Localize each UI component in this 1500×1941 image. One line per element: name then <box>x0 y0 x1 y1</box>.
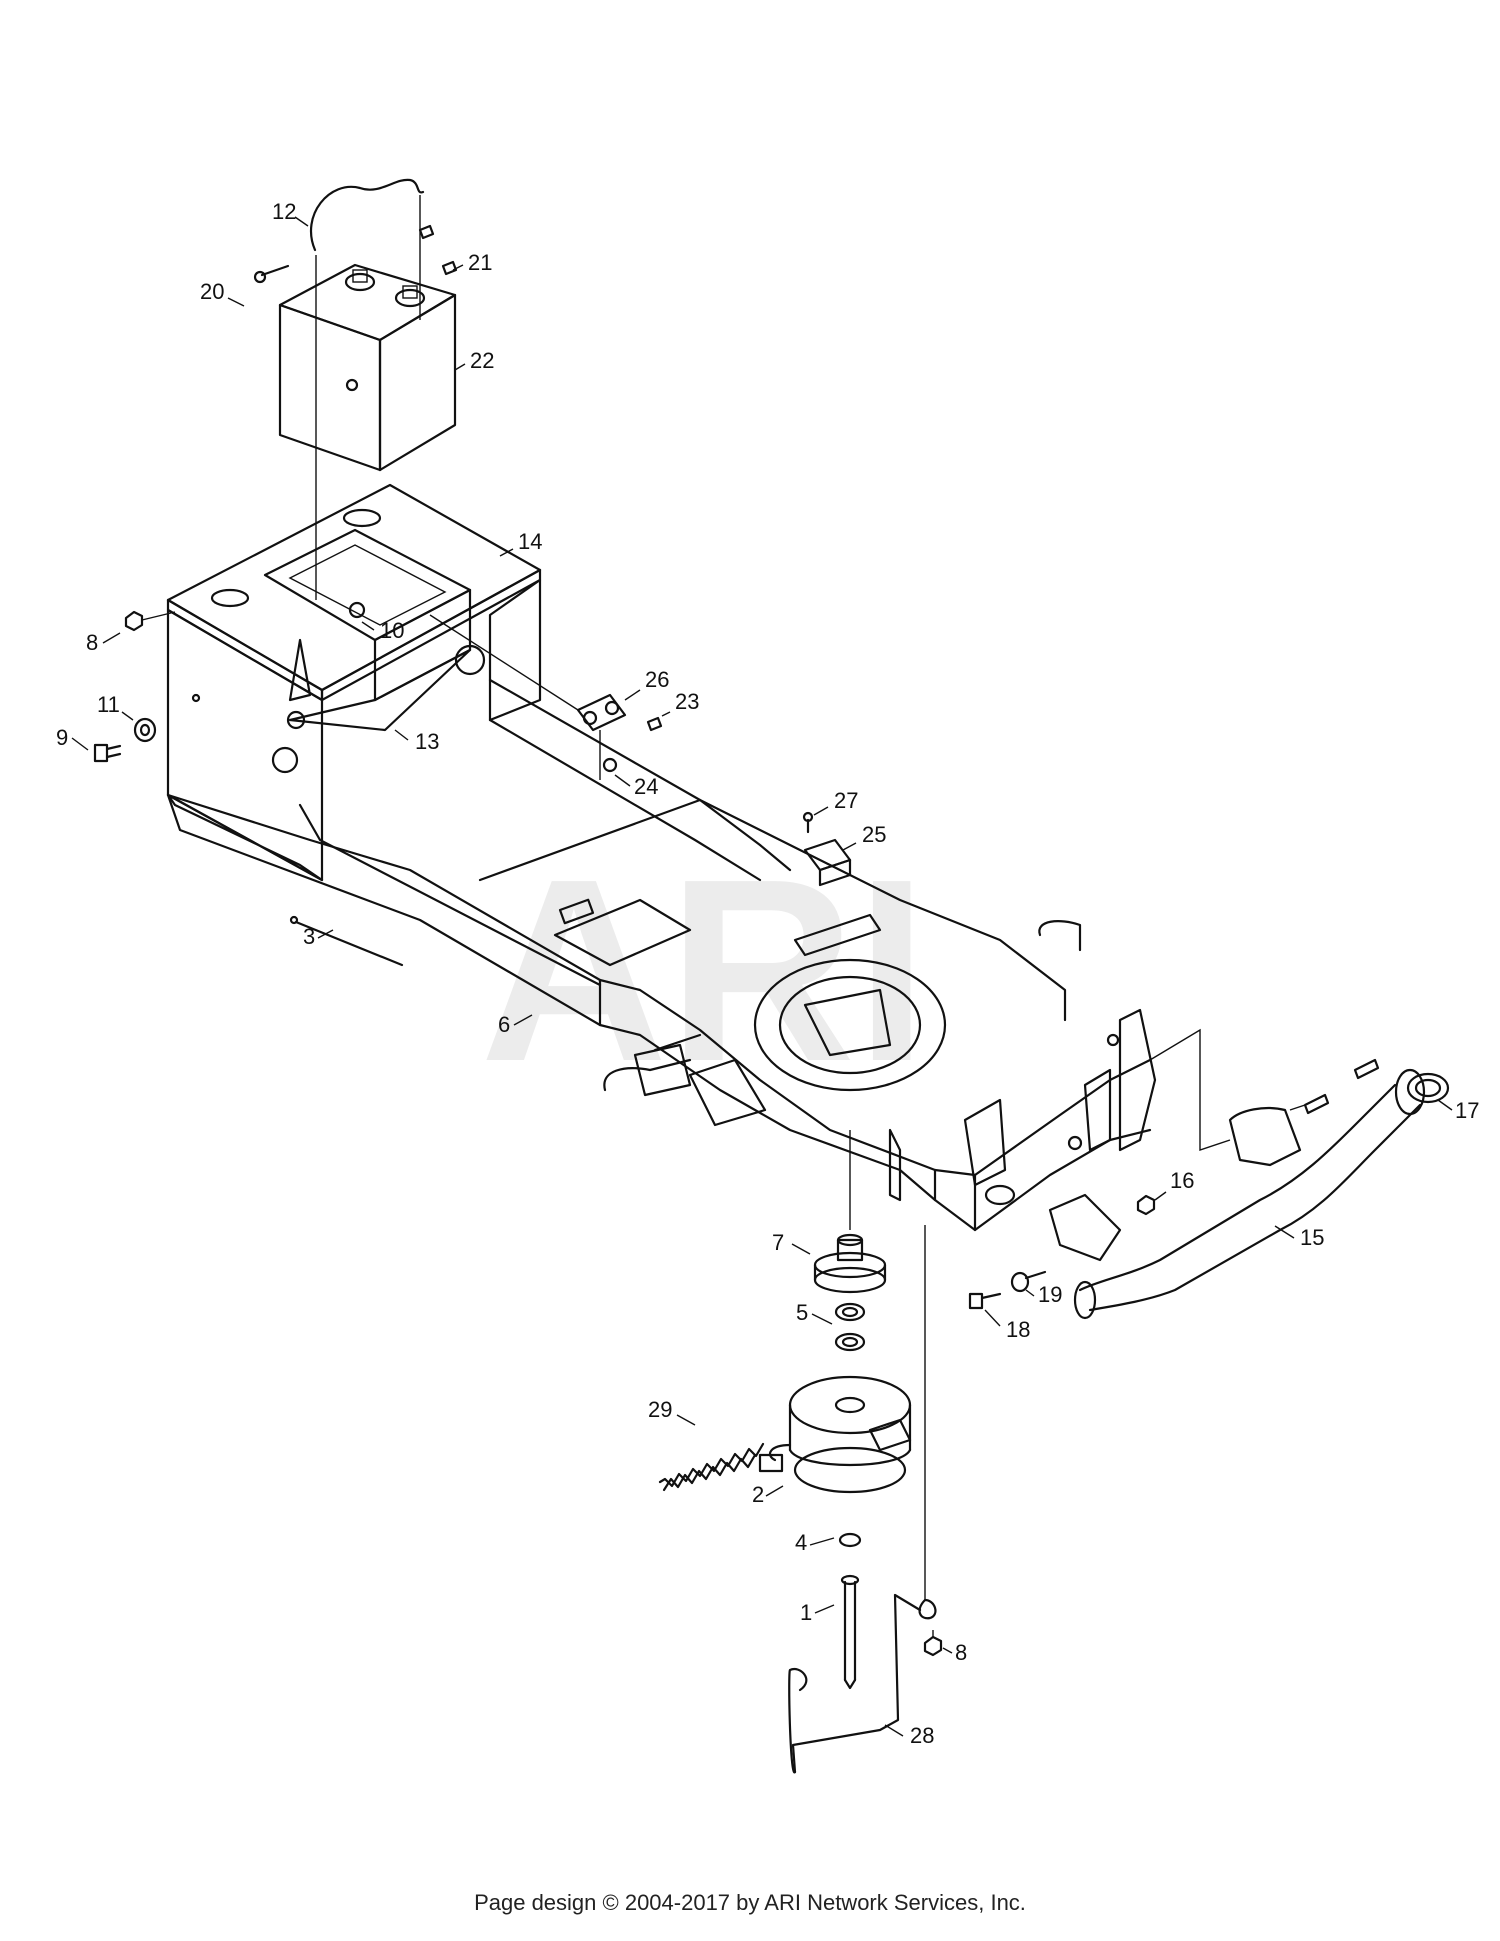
frame-tabs <box>603 920 1082 1092</box>
callout-5: 5 <box>796 1300 808 1325</box>
spacer-19 <box>1010 1270 1047 1293</box>
callout-28: 28 <box>910 1723 934 1748</box>
battery <box>278 263 457 472</box>
callout-23: 23 <box>675 689 699 714</box>
callout-2: 2 <box>752 1482 764 1507</box>
callout-8-upper: 8 <box>86 630 98 655</box>
rod-28 <box>788 1225 937 1774</box>
callout-3: 3 <box>303 924 315 949</box>
front-bumper-15 <box>1048 1068 1426 1320</box>
bolt-18 <box>968 1292 1002 1310</box>
callout-8-lower: 8 <box>955 1640 967 1665</box>
callout-16: 16 <box>1170 1168 1194 1193</box>
callout-18: 18 <box>1006 1317 1030 1342</box>
frame-left-side <box>166 578 542 882</box>
bolts-bumper <box>1289 1058 1380 1115</box>
electric-pto-clutch-2 <box>758 1375 912 1494</box>
callout-12: 12 <box>272 199 296 224</box>
watermark: ARI <box>480 826 928 1116</box>
battery-hold-down-rod <box>309 178 425 600</box>
callout-1: 1 <box>800 1600 812 1625</box>
callout-22: 22 <box>470 348 494 373</box>
callout-19: 19 <box>1038 1282 1062 1307</box>
callout-26: 26 <box>645 667 669 692</box>
callout-17: 17 <box>1455 1098 1479 1123</box>
nut-23 <box>646 716 663 732</box>
page-footer: Page design © 2004-2017 by ARI Network S… <box>474 1890 1026 1915</box>
callout-24: 24 <box>634 774 658 799</box>
callout-14: 14 <box>518 529 542 554</box>
bolt-8-lower <box>923 1630 943 1657</box>
bolt-9 <box>93 743 122 763</box>
bolt-1 <box>840 1574 860 1690</box>
battery-tray-plate <box>166 483 542 732</box>
callout-labels: 12 20 21 22 14 8 10 11 9 13 26 23 24 27 … <box>56 199 1479 1748</box>
callout-25: 25 <box>862 822 886 847</box>
callout-10: 10 <box>380 618 404 643</box>
callout-27: 27 <box>834 788 858 813</box>
washer-4 <box>838 1532 862 1548</box>
washer-5a <box>834 1302 866 1322</box>
nut-24 <box>602 757 618 773</box>
callout-6: 6 <box>498 1012 510 1037</box>
washer-5b <box>834 1332 866 1352</box>
battery-fasteners <box>253 224 458 392</box>
bolt-8-upper <box>124 610 176 632</box>
callout-4: 4 <box>795 1530 807 1555</box>
main-frame <box>166 678 1067 1202</box>
idler-pulley-7 <box>813 1233 887 1294</box>
callout-15: 15 <box>1300 1225 1324 1250</box>
callout-29: 29 <box>648 1397 672 1422</box>
callout-20: 20 <box>200 279 224 304</box>
callout-21: 21 <box>468 250 492 275</box>
callout-7: 7 <box>772 1230 784 1255</box>
nut-16 <box>1136 1194 1156 1216</box>
spring-29 <box>658 1442 765 1492</box>
spacer-11 <box>133 717 157 743</box>
front-frame <box>888 1008 1157 1232</box>
pin-hole <box>191 693 201 703</box>
bracket-26 <box>576 693 627 780</box>
bracket-26-leader <box>429 614 579 711</box>
callout-13: 13 <box>415 729 439 754</box>
cap-17 <box>1406 1072 1450 1104</box>
nut-10 <box>348 601 366 619</box>
bumper-leader <box>1149 1028 1231 1151</box>
cable-tie-3 <box>289 915 404 967</box>
callout-9: 9 <box>56 725 68 750</box>
callout-11: 11 <box>97 692 120 717</box>
screw-27 <box>802 811 814 834</box>
switch-25 <box>803 838 852 887</box>
